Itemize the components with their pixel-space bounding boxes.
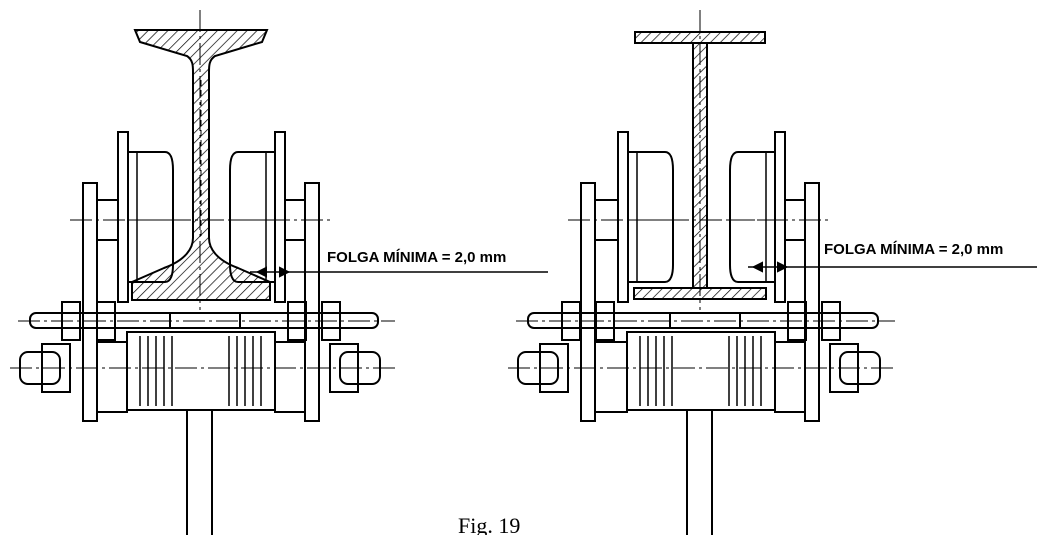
left-clearance-leader xyxy=(250,266,548,278)
left-wheel xyxy=(117,131,174,303)
left-wheel xyxy=(617,131,674,303)
left-clearance-label: FOLGA MÍNIMA = 2,0 mm xyxy=(327,249,506,266)
hanger-bar xyxy=(686,410,713,535)
lower-axle-pulley xyxy=(508,331,895,413)
lower-axle-pulley xyxy=(10,331,395,413)
right-trolley-assembly xyxy=(508,10,1037,535)
upper-axle-bolt xyxy=(516,301,895,341)
right-clearance-label: FOLGA MÍNIMA = 2,0 mm xyxy=(824,241,1003,258)
right-clearance-leader xyxy=(748,261,1037,273)
hanger-bar xyxy=(186,410,213,535)
upper-axle-bolt xyxy=(18,301,395,341)
right-wheel xyxy=(729,131,786,303)
h-beam-section xyxy=(633,31,767,300)
left-trolley-assembly xyxy=(10,10,548,535)
figure-caption: Fig. 19 xyxy=(458,513,520,535)
